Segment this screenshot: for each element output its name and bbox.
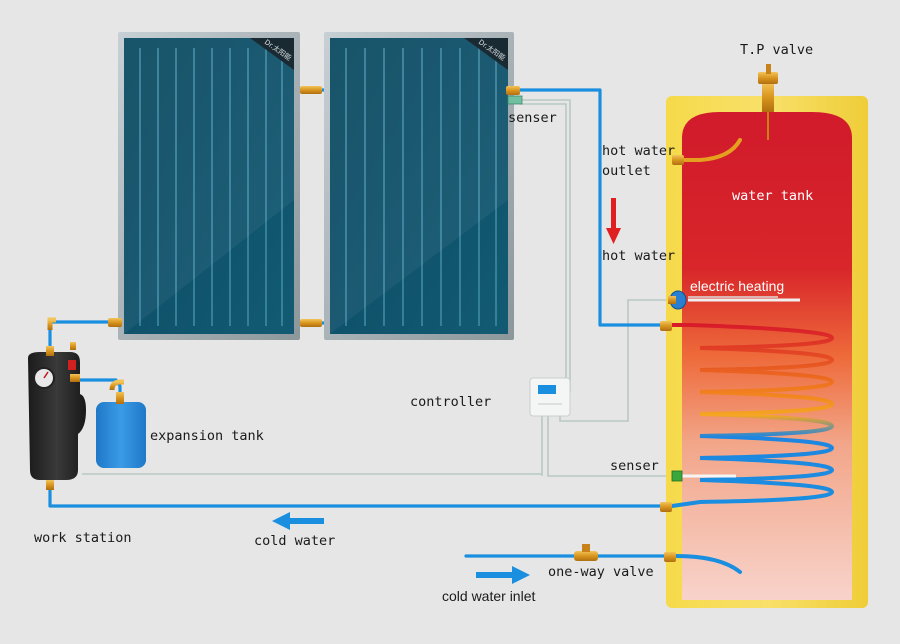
cold-water-label: cold water	[254, 533, 336, 549]
hot-water-label: hot water	[602, 248, 676, 264]
cold-water-arrow	[272, 512, 324, 530]
water-tank-label: water tank	[732, 188, 814, 204]
senser-top-label: senser	[508, 110, 557, 126]
expansion-tank-label: expansion tank	[150, 428, 264, 444]
senser-top-sensor	[507, 95, 523, 105]
electric-heating-label: electric heating	[690, 278, 785, 294]
sensor-wiring	[82, 99, 678, 477]
one-way-valve-label: one-way valve	[548, 564, 654, 580]
expansion-tank	[96, 379, 146, 468]
controller-label: controller	[410, 394, 492, 410]
solar-collector-left	[118, 32, 300, 340]
work-station-label: work station	[34, 530, 132, 546]
solar-collector-right	[324, 32, 514, 340]
hot-water-outlet-pipe	[682, 138, 742, 162]
work-station	[28, 317, 86, 490]
controller-box[interactable]	[529, 377, 571, 417]
senser-bottom-sensor	[671, 470, 683, 482]
tp-valve-label: T.P valve	[740, 42, 814, 58]
senser-bottom-label: senser	[610, 458, 659, 474]
electric-heating-element	[668, 290, 800, 310]
heat-exchanger-coil	[670, 323, 835, 508]
hot-water-outlet-label-line2: outlet	[602, 163, 651, 179]
tp-valve	[758, 64, 778, 140]
collector-fittings	[108, 86, 520, 327]
cold-water-inlet-arrow	[476, 566, 530, 584]
hot-water-outlet-label-line1: hot water	[602, 143, 676, 159]
cold-water-inlet-label: cold water inlet	[442, 588, 536, 604]
cold-inlet-pipe	[674, 554, 742, 574]
hot-water-arrow	[606, 198, 621, 244]
tank-fittings	[660, 155, 684, 562]
one-way-valve	[574, 544, 598, 561]
